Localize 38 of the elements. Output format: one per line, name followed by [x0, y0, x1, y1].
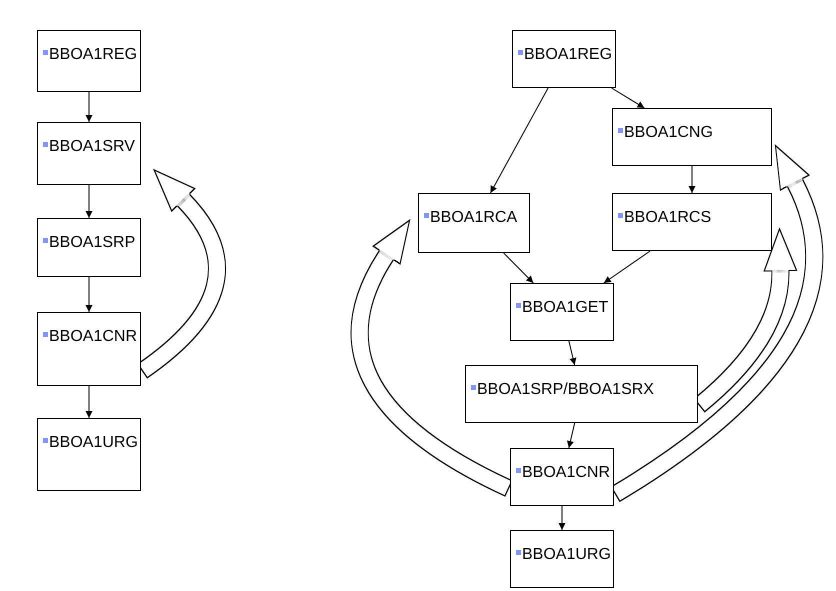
process-label: BBOA1CNG — [624, 124, 713, 141]
process-label: BBOA1SRP/BBOA1SRX — [477, 381, 654, 398]
process-box — [510, 283, 614, 341]
process-label: BBOA1URG — [522, 546, 611, 563]
process-box — [465, 365, 698, 423]
process-label: BBOA1SRP — [49, 234, 136, 251]
arrow — [490, 88, 549, 194]
arrow — [86, 92, 92, 122]
arrow — [603, 250, 651, 284]
process-label: BBOA1REG — [49, 46, 138, 63]
arrow — [567, 422, 576, 448]
arrow — [558, 506, 566, 530]
arrow — [86, 184, 92, 218]
process-box — [37, 312, 141, 386]
arrow — [503, 252, 534, 284]
process-label: BBOA1CNR — [49, 328, 138, 345]
process-box — [510, 530, 614, 588]
process-box — [510, 448, 614, 506]
process-box — [37, 418, 141, 491]
process-box — [612, 193, 772, 251]
process-box — [512, 30, 616, 88]
process-label: BBOA1CNR — [522, 464, 610, 481]
process-label: BBOA1REG — [524, 46, 612, 63]
process-box — [612, 108, 772, 166]
arrow — [688, 166, 696, 194]
process-box — [418, 193, 530, 253]
arrow — [611, 88, 645, 108]
arrow — [86, 276, 92, 312]
arrow — [86, 386, 92, 418]
process-label: BBOA1SRV — [49, 138, 135, 155]
process-box — [37, 218, 141, 277]
process-label: BBOA1URG — [49, 434, 138, 451]
process-label: BBOA1RCA — [430, 209, 518, 226]
arrow — [568, 340, 576, 366]
process-label: BBOA1GET — [522, 299, 608, 316]
process-label: BBOA1RCS — [624, 209, 712, 226]
process-box — [37, 30, 141, 92]
process-box — [37, 122, 141, 185]
